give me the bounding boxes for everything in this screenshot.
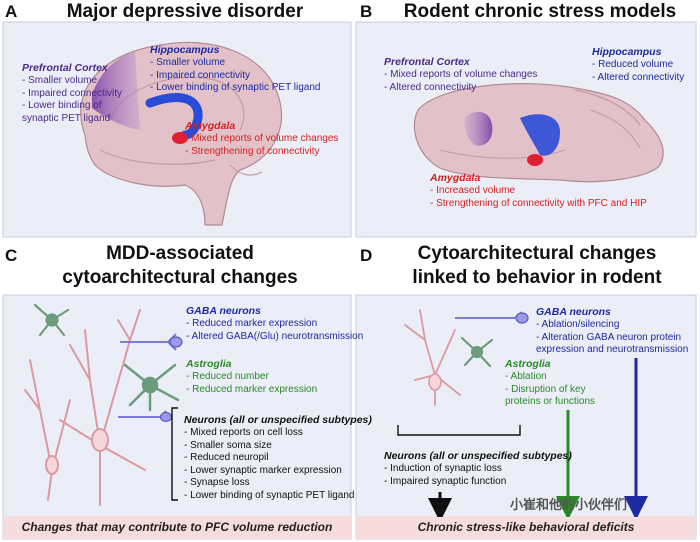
- panel-d-letter: D: [360, 246, 373, 265]
- panel-d-footer: Chronic stress-like behavioral deficits: [356, 517, 696, 537]
- panel-b-amygdala-line: - Strengthening of connectivity with PFC…: [430, 197, 647, 209]
- panel-c-pyramidal-neurons: [24, 309, 146, 506]
- panel-a-hippocampus-line: - Lower binding of synaptic PET ligand: [150, 82, 321, 93]
- panel-c-title-line-1: MDD-associated: [106, 243, 254, 264]
- panel-c-bracket: [171, 407, 178, 501]
- panel-d-gaba-neuron: [455, 311, 529, 324]
- human-brain-illustration: [80, 41, 283, 226]
- panel-c-title: MDD-associated cytoarchitectural changes: [20, 242, 340, 290]
- panel-c-neuron-soma-1: [91, 428, 109, 452]
- panel-d-gaba-line: - Ablation/silencing: [536, 319, 620, 330]
- panel-d-title-line-2: linked to behavior in rodent: [412, 267, 662, 288]
- panel-c-neurons-line: - Smaller soma size: [184, 439, 272, 451]
- panel-c-neurons-heading: Neurons (all or unspecified subtypes): [184, 414, 372, 426]
- panel-b-hippocampus-heading: Hippocampus: [592, 46, 662, 58]
- panel-a-letter: A: [5, 2, 18, 21]
- panel-c-gaba-neuron-1: [120, 333, 183, 351]
- panel-d-astroglia-line: - Disruption of key: [505, 383, 586, 395]
- panel-b-title: Rodent chronic stress models: [403, 1, 677, 22]
- panel-d-gaba-heading: GABA neurons: [536, 306, 611, 318]
- panel-c-neurons-label: Neurons (all or unspecified subtypes) - …: [184, 414, 372, 502]
- panel-c-astroglia-small: [33, 303, 70, 337]
- panel-c-astroglia-large: [123, 363, 180, 412]
- panel-c-letter: C: [5, 246, 18, 265]
- panel-d-title-line-1: Cytoarchitectural changes: [417, 243, 657, 264]
- panel-c-neurons-line: - Lower binding of synaptic PET ligand: [184, 489, 355, 501]
- panel-c-astroglia-label: Astroglia - Reduced number - Reduced mar…: [186, 358, 317, 396]
- panel-b-letter: B: [360, 2, 373, 21]
- panel-b-prefrontal-label: Prefrontal Cortex - Mixed reports of vol…: [384, 56, 537, 94]
- panel-c-gaba-line: - Altered GABA(/Glu) neurotransmission: [186, 330, 364, 342]
- panel-b-amygdala-line: - Increased volume: [430, 185, 516, 196]
- panel-c-neurons-line: - Mixed reports on cell loss: [184, 427, 303, 438]
- panel-c-neurons-line: - Lower synaptic marker expression: [184, 464, 342, 476]
- panel-d-neurons-label: Neurons (all or unspecified subtypes) - …: [384, 450, 572, 488]
- panel-b-prefrontal-heading: Prefrontal Cortex: [384, 56, 470, 68]
- panel-a-prefrontal-label: Prefrontal Cortex - Smaller volume - Imp…: [22, 62, 122, 125]
- panel-c-footer: Changes that may contribute to PFC volum…: [3, 517, 351, 537]
- panel-d-astroglia-line: - Ablation: [505, 371, 547, 382]
- panel-c-neurons-line: - Reduced neuropil: [184, 452, 269, 463]
- panel-c-gaba-label: GABA neurons - Reduced marker expression…: [186, 305, 363, 343]
- panel-a-prefrontal-line: - Smaller volume: [22, 75, 98, 86]
- panel-a-title: Major depressive disorder: [66, 1, 304, 22]
- rodent-brain-illustration: [413, 83, 664, 183]
- panel-c-neuron-soma-2: [45, 455, 59, 475]
- panel-c-gaba-line: - Reduced marker expression: [186, 318, 318, 329]
- panel-c-neurons-line: - Synapse loss: [184, 477, 250, 488]
- panel-a-amygdala-line: - Mixed reports of volume changes: [185, 133, 339, 144]
- panel-c-background: [2, 294, 352, 540]
- panel-d-neurons-heading: Neurons (all or unspecified subtypes): [384, 450, 572, 462]
- panel-d-astroglia-line: proteins or functions: [505, 396, 596, 407]
- panel-a-hippocampus-label: Hippocampus - Smaller volume - Impaired …: [150, 44, 320, 95]
- panel-d-gaba-line: - Alteration GABA neuron protein: [536, 331, 682, 343]
- panel-a-prefrontal-line: - Impaired connectivity: [22, 87, 123, 99]
- panel-c-gaba-heading: GABA neurons: [186, 305, 261, 317]
- panel-d-astroglia: [460, 336, 494, 368]
- panel-d-neurons-line: - Impaired synaptic function: [384, 475, 507, 487]
- panel-c-astroglia-line: - Reduced number: [186, 371, 269, 382]
- panel-b-hippocampus-line: - Altered connectivity: [592, 71, 685, 83]
- panel-a-prefrontal-line: - Lower binding of: [22, 100, 102, 111]
- panel-b-prefrontal-line: - Altered connectivity: [384, 81, 477, 93]
- panel-c-title-line-2: cytoarchitectural changes: [62, 267, 298, 288]
- panel-b-hippocampus-line: - Reduced volume: [592, 59, 674, 70]
- panel-a-prefrontal-line: synaptic PET ligand: [22, 112, 111, 124]
- panel-d-astroglia-heading: Astroglia: [505, 358, 551, 370]
- watermark: 小崔和他的小伙伴们: [510, 497, 628, 512]
- panel-a-hippocampus-heading: Hippocampus: [150, 44, 220, 56]
- panel-a-hippocampus-line: - Impaired connectivity: [150, 69, 251, 81]
- panel-a-hippocampus-line: - Smaller volume: [150, 57, 226, 68]
- panel-a-amygdala-heading: Amygdala: [185, 120, 236, 132]
- panel-d-gaba-label: GABA neurons - Ablation/silencing - Alte…: [536, 306, 688, 357]
- panel-d-neuron-soma: [428, 373, 442, 391]
- panel-c-astroglia-line: - Reduced marker expression: [186, 383, 318, 395]
- panel-a-amygdala-line: - Strengthening of connectivity: [185, 145, 320, 157]
- panel-b-hippocampus-label: Hippocampus - Reduced volume - Altered c…: [592, 46, 684, 84]
- panel-d-neurons-line: - Induction of synaptic loss: [384, 463, 502, 474]
- panel-a-amygdala-label: Amygdala - Mixed reports of volume chang…: [185, 120, 338, 158]
- panel-b-amygdala-label: Amygdala - Increased volume - Strengthen…: [430, 172, 647, 210]
- panel-c-astroglia-heading: Astroglia: [186, 358, 232, 370]
- panel-a-prefrontal-heading: Prefrontal Cortex: [22, 62, 108, 74]
- panel-d-astroglia-label: Astroglia - Ablation - Disruption of key…: [505, 358, 595, 409]
- panel-b-prefrontal-line: - Mixed reports of volume changes: [384, 69, 538, 80]
- panel-d-bracket: [397, 425, 521, 436]
- panel-d-title: Cytoarchitectural changes linked to beha…: [380, 242, 694, 290]
- panel-d-gaba-line: expression and neurotransmission: [536, 344, 689, 355]
- panel-b-amygdala-heading: Amygdala: [430, 172, 481, 184]
